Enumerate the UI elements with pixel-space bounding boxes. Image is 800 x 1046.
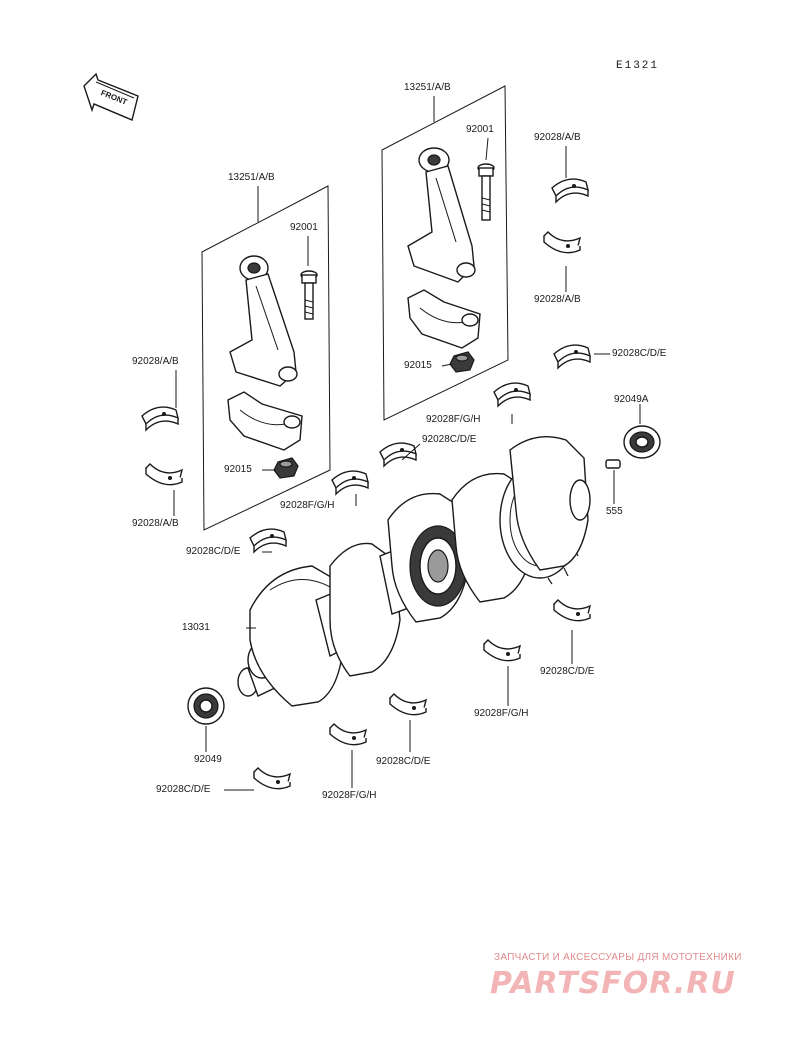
main-shell-fgh-lower (329, 723, 367, 746)
bearing-shell-ab-mid-right (543, 231, 581, 254)
dowel-pin (605, 459, 621, 469)
main-shell-cde-left (249, 528, 287, 553)
oil-seal-left (187, 687, 225, 725)
conrod-right (407, 147, 481, 349)
conrod-left-frame (201, 185, 331, 531)
label-bearing-ab-top-right: 92028/A/B (534, 132, 581, 143)
label-main-cde-lower-mid: 92028C/D/E (376, 756, 431, 767)
bearing-shell-ab-left-upper (141, 406, 179, 431)
main-shell-cde-right-top (553, 344, 591, 369)
main-shell-cde-lower-right (553, 599, 591, 622)
leader-lines (173, 137, 641, 791)
conrod-left (227, 255, 303, 451)
bearing-shell-ab-left-lower (145, 463, 183, 486)
front-arrow-icon (83, 72, 139, 121)
label-conrod-right: 13251/A/B (404, 82, 451, 93)
label-seal-left: 92049 (194, 754, 222, 765)
label-main-fgh-lower: 92028F/G/H (322, 790, 377, 801)
label-main-cde-lower-right: 92028C/D/E (540, 666, 595, 677)
bolt-left (300, 270, 318, 320)
label-crankshaft: 13031 (182, 622, 210, 633)
label-nut-left: 92015 (224, 464, 252, 475)
conrod-right-frame (381, 85, 509, 421)
label-seal-right: 92049A (614, 394, 649, 405)
main-shell-fgh-lower-mid (483, 639, 521, 662)
diagram-code: E1321 (616, 60, 660, 72)
label-pin: 555 (606, 506, 623, 517)
crankshaft (237, 436, 591, 707)
main-shell-fgh-upper-right (493, 382, 531, 407)
label-main-cde-left: 92028C/D/E (186, 546, 241, 557)
label-main-cde-bottom: 92028C/D/E (156, 784, 211, 795)
label-main-fgh-upper-right: 92028F/G/H (426, 414, 481, 425)
main-shell-cde-upper-mid (379, 442, 417, 467)
nut-right (449, 351, 475, 373)
watermark-tagline: ЗАПЧАСТИ И АКСЕССУАРЫ ДЛЯ МОТОТЕХНИКИ (494, 952, 742, 963)
label-bolt-left: 92001 (290, 222, 318, 233)
label-main-fgh-mid: 92028F/G/H (280, 500, 335, 511)
label-nut-right: 92015 (404, 360, 432, 371)
label-bearing-ab-left-upper: 92028/A/B (132, 356, 179, 367)
label-conrod-left: 13251/A/B (228, 172, 275, 183)
label-main-cde-upper-mid: 92028C/D/E (422, 434, 477, 445)
oil-seal-right (623, 425, 661, 459)
watermark-brand: PARTSFOR.RU (490, 966, 736, 1001)
label-bearing-ab-left-lower: 92028/A/B (132, 518, 179, 529)
label-bearing-ab-mid-right: 92028/A/B (534, 294, 581, 305)
main-shell-cde-bottom (253, 767, 291, 790)
label-main-fgh-lower-mid: 92028F/G/H (474, 708, 529, 719)
label-main-cde-right-top: 92028C/D/E (612, 348, 667, 359)
label-bolt-right: 92001 (466, 124, 494, 135)
bearing-shell-ab-top-right (551, 178, 589, 203)
nut-left (273, 457, 299, 479)
main-shell-fgh-mid (331, 470, 369, 495)
main-shell-cde-lower-mid (389, 693, 427, 716)
bolt-right (477, 163, 495, 221)
